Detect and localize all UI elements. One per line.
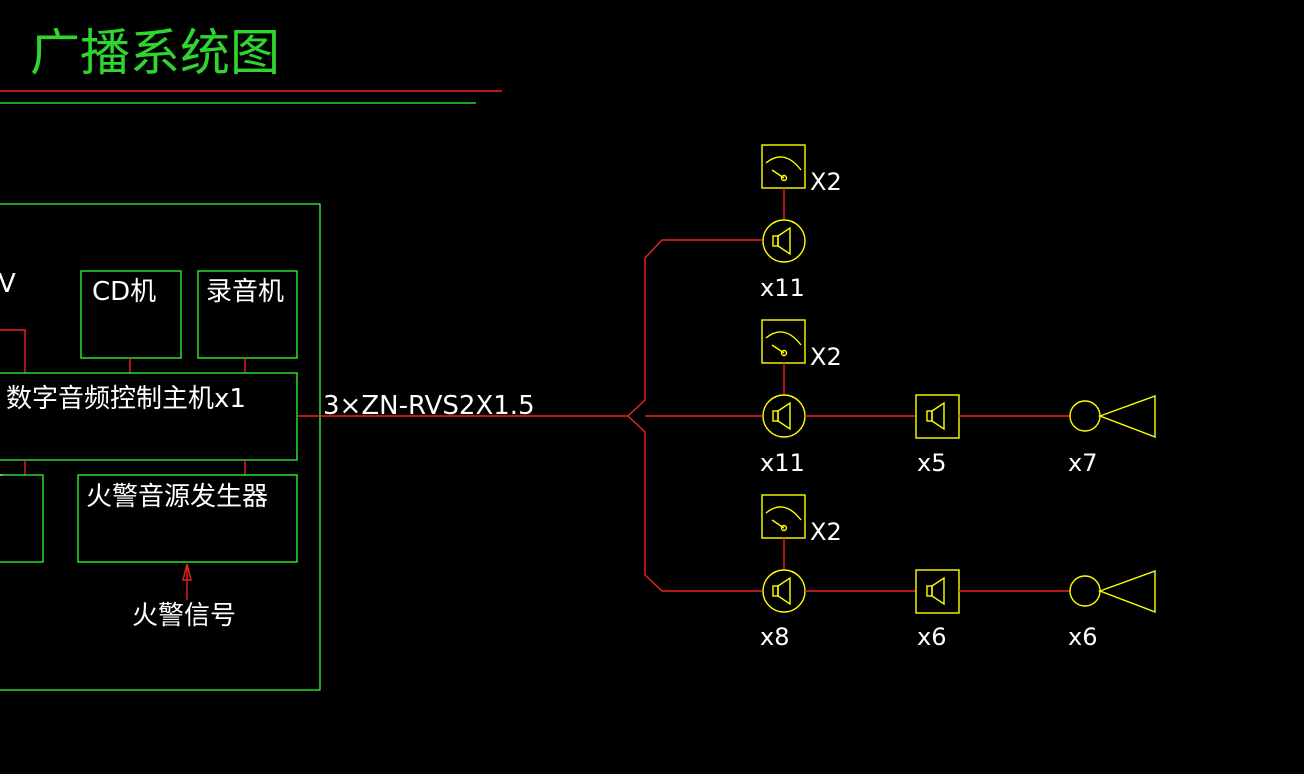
volume-control-pivot xyxy=(780,524,788,532)
branch-2: X2 x11 x5 x7 xyxy=(760,319,1156,477)
fire-signal-arrow-head xyxy=(182,563,192,581)
controller-label: 数字音频控制主机x1 xyxy=(6,384,246,414)
ceiling-speaker-icon xyxy=(762,569,806,613)
speaker-magnet xyxy=(772,235,779,247)
fire-signal-label: 火警信号 xyxy=(132,601,236,631)
cable-label: 3×ZN-RVS2X1.5 xyxy=(323,391,535,421)
horn-qty: x7 xyxy=(1068,449,1097,477)
volume-control-arc xyxy=(765,506,802,521)
cd-player-label: CD机 xyxy=(92,277,156,307)
ceiling-qty: x11 xyxy=(760,274,805,302)
left-feed-wire xyxy=(0,329,26,373)
branch-brace-lower xyxy=(627,415,762,592)
branch-1: X2 x11 xyxy=(760,144,842,302)
recorder-box xyxy=(197,270,298,359)
volume-qty: X2 xyxy=(810,168,842,196)
volume-control-pivot xyxy=(780,174,788,182)
speaker-magnet xyxy=(772,585,779,597)
recorder-label: 录音机 xyxy=(206,277,284,307)
volume-qty: X2 xyxy=(810,343,842,371)
horn-speaker-icon xyxy=(1069,575,1101,607)
fire-source-box xyxy=(77,474,298,563)
cd-player-box xyxy=(80,270,182,359)
equipment-rack-frame xyxy=(0,203,321,691)
horn-qty: x6 xyxy=(1068,623,1097,651)
volume-qty: X2 xyxy=(810,518,842,546)
ceiling-speaker-icon xyxy=(762,394,806,438)
ceiling-qty: x11 xyxy=(760,449,805,477)
volume-control-pivot xyxy=(780,349,788,357)
volume-control-arc xyxy=(765,331,802,346)
speaker-cone xyxy=(777,576,791,606)
horn-speaker-bell xyxy=(1097,395,1156,439)
ceiling-speaker-icon xyxy=(762,219,806,263)
speaker-magnet xyxy=(772,410,779,422)
wall-speaker-magnet xyxy=(926,585,933,597)
wall-speaker-magnet xyxy=(926,410,933,422)
volume-control-arc xyxy=(765,156,802,171)
branch-brace-upper xyxy=(627,239,762,417)
left-cut-label: V xyxy=(0,269,16,299)
ceiling-qty: x8 xyxy=(760,623,789,651)
diagram-title: 广播系统图 xyxy=(30,24,280,82)
horn-speaker-bell xyxy=(1097,570,1156,614)
speaker-cone xyxy=(777,401,791,431)
horn-speaker-icon xyxy=(1069,400,1101,432)
speaker-cone xyxy=(777,226,791,256)
branch-3: X2 x8 x6 x6 xyxy=(760,494,1156,651)
wall-qty: x5 xyxy=(917,449,946,477)
wall-speaker-icon xyxy=(915,569,960,614)
wall-speaker-cone xyxy=(931,576,945,606)
fire-source-label: 火警音源发生器 xyxy=(86,482,268,512)
wall-qty: x6 xyxy=(917,623,946,651)
wall-speaker-cone xyxy=(931,401,945,431)
left-lower-box xyxy=(0,474,44,563)
wall-speaker-icon xyxy=(915,394,960,439)
